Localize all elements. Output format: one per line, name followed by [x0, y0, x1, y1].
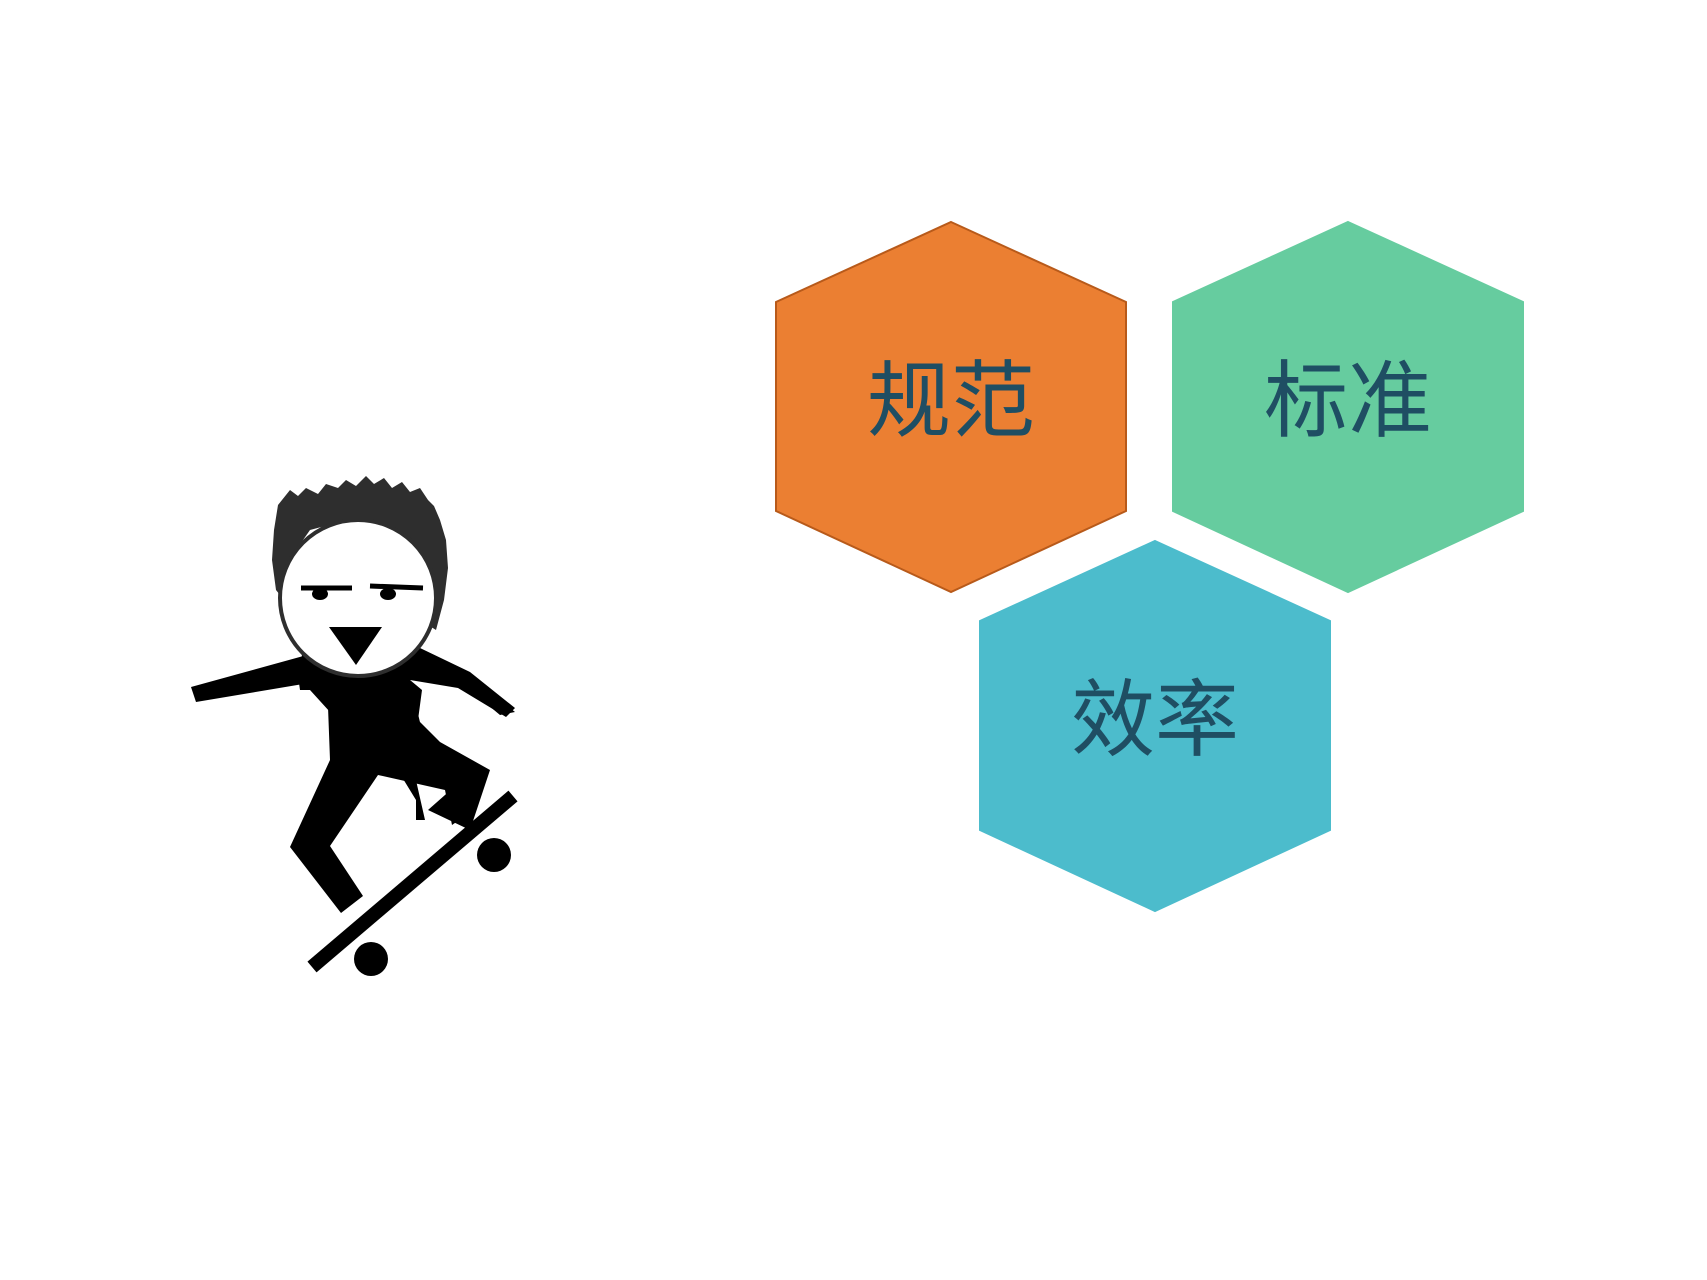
hexagon-regulation: 规范: [775, 220, 1127, 594]
hexagon-efficiency: 效率: [979, 539, 1331, 913]
hexagon-label: 标准: [1264, 352, 1432, 450]
hexagon-cluster: 规范 标准 效率: [775, 220, 1524, 913]
hexagon-shape: [1172, 220, 1524, 594]
hexagon-label: 效率: [1071, 671, 1239, 769]
eye-right: [380, 588, 396, 600]
skateboard-deck: [307, 790, 518, 973]
figure-face: [278, 518, 438, 678]
figure-hair: [272, 476, 448, 630]
hexagon-shape: [979, 539, 1331, 913]
skateboard-wheel-icon: [477, 838, 511, 872]
skateboarder-illustration: [191, 476, 518, 976]
hexagon-label: 规范: [867, 352, 1035, 450]
figure-body: [191, 648, 515, 913]
mouth: [329, 627, 382, 665]
skateboard-wheel-icon: [354, 942, 388, 976]
hexagon-shape: [775, 220, 1127, 594]
eye-left: [312, 588, 328, 600]
hexagon-standard: 标准: [1172, 220, 1524, 594]
eyebrow-right: [369, 583, 424, 591]
